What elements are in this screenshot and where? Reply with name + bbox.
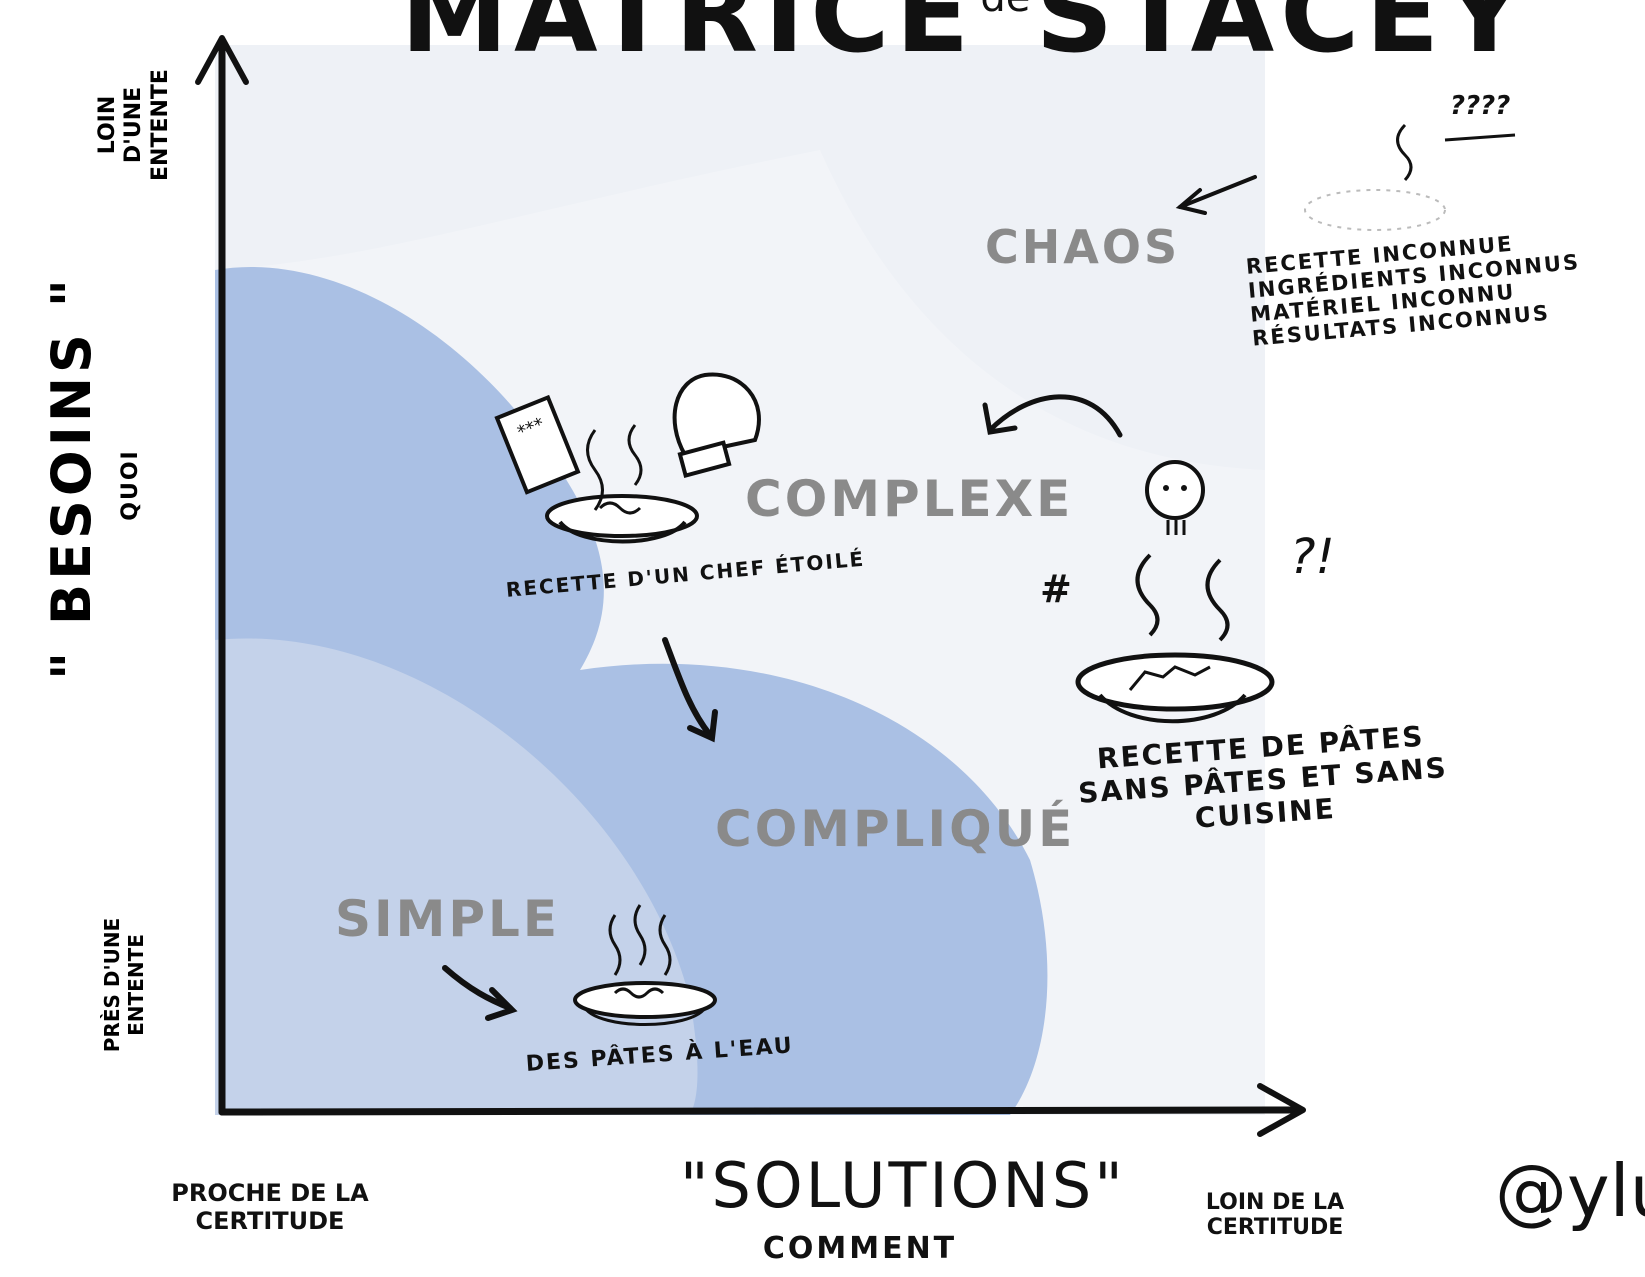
zone-label-complique: COMPLIQUÉ — [715, 800, 1076, 858]
skull-icon — [1145, 460, 1205, 535]
arrow-to-complique-head — [687, 709, 718, 743]
x-axis-title: "SOLUTIONS" — [680, 1149, 1126, 1222]
arrow-to-complique — [662, 637, 713, 738]
arrow-to-complexe — [987, 394, 1123, 438]
title-left: MATRICE — [401, 0, 976, 62]
y-axis-title: " BESOINS " — [40, 275, 103, 680]
zone-label-simple: SIMPLE — [335, 890, 561, 948]
arrow-to-simple-head — [485, 987, 518, 1021]
y-axis-top-label: LOIN D'UNE ENTENTE — [95, 69, 173, 181]
y-axis-bottom-label: PRÈS D'UNE ENTENTE — [100, 917, 148, 1053]
pasta-plate-icon — [573, 981, 717, 1026]
hash-decoration: # — [1040, 567, 1072, 611]
steam-icon — [658, 914, 672, 976]
signature: @ylur — [1495, 1149, 1645, 1233]
chef-hat-icon — [672, 372, 761, 479]
x-axis-left-label: PROCHE DE LA CERTITUDE — [171, 1179, 369, 1235]
steam-icon — [586, 429, 604, 511]
y-axis-arrowhead — [195, 35, 249, 85]
title-right: STACEY — [1036, 0, 1530, 62]
zone-label-chaos: CHAOS — [985, 220, 1181, 274]
steam-icon — [627, 424, 643, 486]
zone-label-complexe: COMPLEXE — [745, 470, 1074, 528]
arrow-to-complexe-head — [982, 402, 1018, 435]
x-axis-subtitle: COMMENT — [762, 1231, 958, 1266]
question-marks-decoration: ???? — [1450, 91, 1511, 121]
steam-icon — [1205, 558, 1230, 642]
unknown-plate-outline-icon — [1304, 189, 1446, 231]
chef-plate-icon — [545, 494, 699, 544]
title-connector: de — [980, 0, 1030, 21]
table-line-icon — [1444, 133, 1516, 142]
menu-card-icon: *** — [494, 394, 581, 495]
interrobang-decoration: ?! — [1290, 529, 1335, 585]
steam-icon — [1135, 553, 1160, 637]
steam-icon — [633, 904, 647, 966]
arrow-to-chaos — [1178, 175, 1257, 209]
x-axis-arrowhead — [1257, 1083, 1306, 1137]
x-axis — [218, 1106, 1300, 1116]
steam-icon — [608, 914, 622, 976]
y-axis-subtitle: QUOI — [118, 449, 143, 521]
arrow-to-chaos-head — [1175, 188, 1207, 215]
steam-icon — [1396, 123, 1413, 182]
x-axis-right-label: LOIN DE LA CERTITUDE — [1205, 1190, 1345, 1241]
page-title: MATRICE de STACEY — [390, 0, 1540, 62]
empty-plate-icon — [1075, 652, 1275, 724]
